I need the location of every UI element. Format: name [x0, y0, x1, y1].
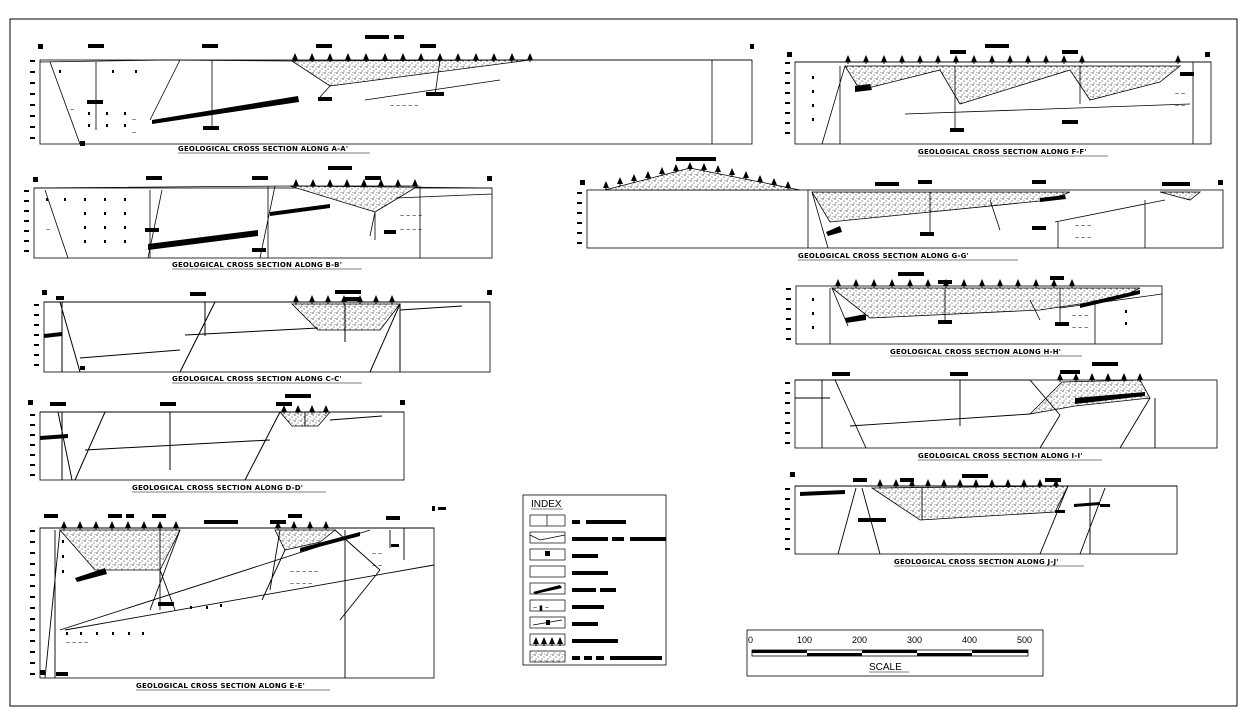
section-cc: GEOLOGICAL CROSS SECTION ALONG C-C' [34, 290, 492, 384]
svg-text:~ ~ ~ ~: ~ ~ ~ ~ [400, 227, 422, 234]
section-cc-title: GEOLOGICAL CROSS SECTION ALONG C-C' [172, 375, 342, 383]
scale-tick-400: 400 [962, 635, 977, 645]
section-ii-title: GEOLOGICAL CROSS SECTION ALONG I-I' [918, 452, 1083, 460]
scale-bar: 0 100 200 300 400 500 SCALE [746, 629, 1044, 677]
svg-text:~ ~: ~ ~ [1175, 91, 1185, 98]
legend-index: INDEX ~ ▮ ~ [522, 494, 667, 666]
svg-text:~: ~ [132, 130, 136, 137]
scale-tick-300: 300 [907, 635, 922, 645]
sheet-border [9, 18, 1238, 707]
section-jj-title: GEOLOGICAL CROSS SECTION ALONG J-J' [894, 558, 1059, 566]
section-hh: ~ ~ ~ ~ ~ ~ GEOLOGICAL CROSS SECTION ALON… [786, 272, 1163, 357]
svg-text:~: ~ [132, 117, 136, 124]
section-dd: GEOLOGICAL CROSS SECTION ALONG D-D' [28, 394, 405, 493]
svg-text:~ ~ ~ ~: ~ ~ ~ ~ [66, 640, 88, 647]
section-ff: ~ ~ ~ ~ GEOLOGICAL CROSS SECTION ALONG F-… [785, 44, 1212, 157]
svg-text:~ ~ ~ ~: ~ ~ ~ ~ [400, 213, 422, 220]
index-title: INDEX [531, 499, 562, 510]
section-jj: GEOLOGICAL CROSS SECTION ALONG J-J' [785, 472, 1178, 567]
svg-text:~ ~: ~ ~ [372, 563, 382, 570]
scale-tick-0: 0 [748, 635, 753, 645]
section-bb: ~ ~ ~ ~ ~ ~ ~ ~ ~ GEOLOGICAL CROSS SECTION… [24, 166, 493, 270]
section-ee: ~ ~ ~ ~ ~ ~ ~ ~ ~ ~ ~ ~ ~ ~ ~ ~ ~ GEOLOGIC… [30, 506, 446, 691]
scale-label: SCALE [869, 662, 902, 673]
section-aa: ~ ~ ~ ~ ~ ~ ~ ~ GEOLOGICAL CROSS SECTION A… [30, 35, 754, 154]
svg-text:~ ~ ~ ~ ~: ~ ~ ~ ~ ~ [390, 103, 418, 110]
svg-text:~ ~ ~: ~ ~ ~ [1075, 235, 1091, 242]
svg-text:~ ~: ~ ~ [1175, 103, 1185, 110]
svg-text:~ ~ ~: ~ ~ ~ [1072, 313, 1088, 320]
svg-text:~ ~: ~ ~ [372, 551, 382, 558]
svg-text:~: ~ [70, 107, 74, 114]
svg-text:~: ~ [46, 227, 50, 234]
section-gg: ~ ~ ~ ~ ~ ~ GEOLOGICAL CROSS SECTION ALON… [577, 157, 1224, 261]
svg-text:~ ~ ~ ~ ~: ~ ~ ~ ~ ~ [290, 569, 318, 576]
section-ee-title: GEOLOGICAL CROSS SECTION ALONG E-E' [136, 682, 305, 690]
section-ii: GEOLOGICAL CROSS SECTION ALONG I-I' [785, 362, 1218, 461]
svg-text:~ ~ ~: ~ ~ ~ [1072, 325, 1088, 332]
section-hh-title: GEOLOGICAL CROSS SECTION ALONG H-H' [890, 348, 1061, 356]
section-gg-title: GEOLOGICAL CROSS SECTION ALONG G-G' [798, 252, 969, 260]
scale-tick-200: 200 [852, 635, 867, 645]
section-ff-title: GEOLOGICAL CROSS SECTION ALONG F-F' [918, 148, 1087, 156]
section-bb-title: GEOLOGICAL CROSS SECTION ALONG B-B' [172, 261, 342, 269]
svg-text:~ ~ ~ ~: ~ ~ ~ ~ [290, 581, 312, 588]
scale-tick-100: 100 [797, 635, 812, 645]
svg-text:~ ▮ ~: ~ ▮ ~ [533, 605, 549, 612]
scale-tick-500: 500 [1017, 635, 1032, 645]
section-dd-title: GEOLOGICAL CROSS SECTION ALONG D-D' [132, 484, 303, 492]
svg-text:~ ~ ~: ~ ~ ~ [1075, 223, 1091, 230]
section-aa-title: GEOLOGICAL CROSS SECTION ALONG A-A' [178, 145, 348, 153]
